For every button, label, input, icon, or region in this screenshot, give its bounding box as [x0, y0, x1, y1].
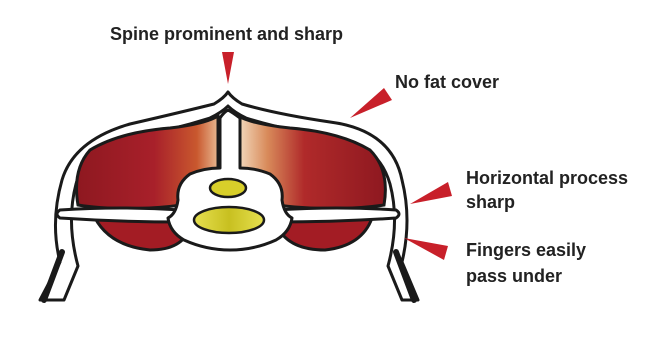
label-fingers-line1: Fingers easily — [466, 240, 586, 260]
label-spine-prominent: Spine prominent and sharp — [110, 24, 343, 44]
horizontal-process-left — [57, 208, 182, 222]
pointer-fat — [350, 88, 392, 118]
pointer-process — [410, 182, 452, 204]
spinal-cord — [210, 179, 246, 197]
pointer-spine — [222, 52, 234, 84]
vertebral-body — [194, 207, 264, 233]
label-horizontal-process-line2: sharp — [466, 192, 515, 212]
label-horizontal-process-line1: Horizontal process — [466, 168, 628, 188]
pointer-fingers — [404, 238, 448, 260]
label-fingers-line2: pass under — [466, 266, 562, 286]
label-no-fat-cover: No fat cover — [395, 72, 499, 92]
horizontal-process-right — [276, 208, 399, 222]
